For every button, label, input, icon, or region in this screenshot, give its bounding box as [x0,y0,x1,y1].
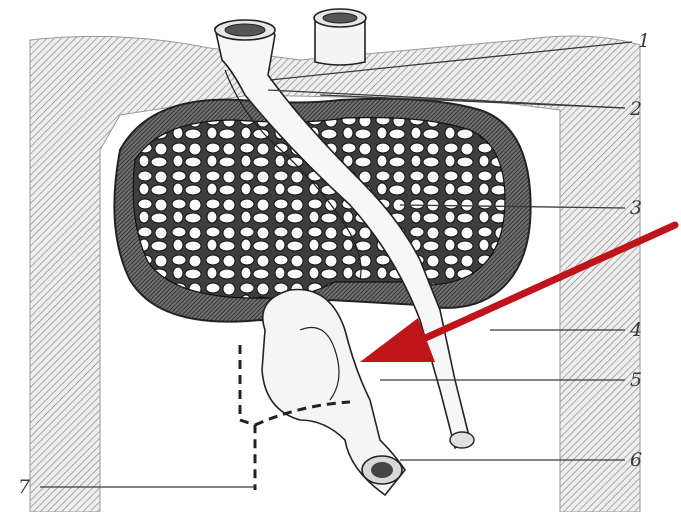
organ-body [114,99,530,322]
label-6: 6 [630,449,642,471]
label-2: 2 [629,98,642,120]
label-5: 5 [630,369,642,391]
label-3: 3 [630,197,642,219]
label-7: 7 [18,476,31,498]
label-1: 1 [638,30,650,52]
label-4: 4 [629,319,642,341]
